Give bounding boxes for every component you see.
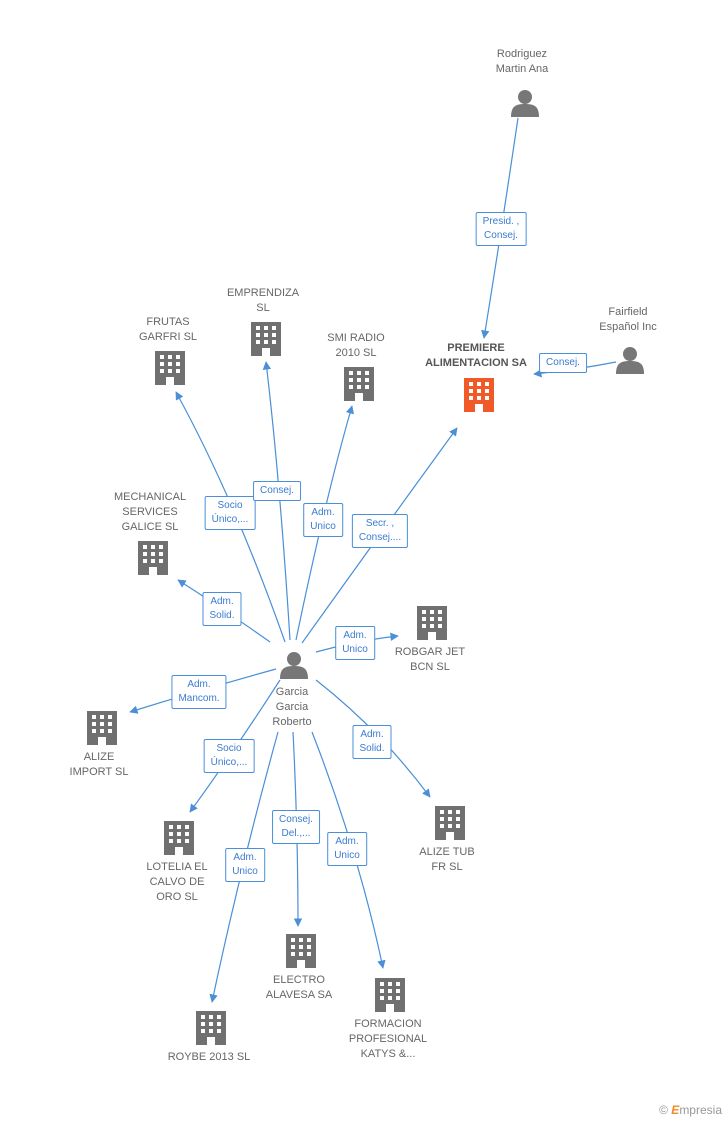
- relation-box-premiere[interactable]: Secr. , Consej....: [351, 514, 409, 548]
- main-company-label[interactable]: PREMIERE ALIMENTACION SA: [425, 342, 527, 369]
- relation-box-robgar[interactable]: Adm. Unico: [335, 626, 375, 660]
- company-label-formacion[interactable]: FORMACION PROFESIONAL KATYS &...: [348, 1018, 428, 1060]
- relation-box-lotelia[interactable]: Socio Único,...: [203, 739, 255, 773]
- relation-box-emprendiza[interactable]: Consej.: [253, 481, 301, 501]
- building-icon: [417, 606, 447, 640]
- person-label-rodriguez[interactable]: Rodriguez Martin Ana: [495, 48, 549, 75]
- relation-box-fairfield[interactable]: Consej.: [539, 353, 587, 373]
- company-label-frutas[interactable]: FRUTAS GARFRI SL: [138, 316, 198, 343]
- person-label-garcia[interactable]: Garcia Garcia Roberto: [272, 686, 312, 728]
- brand-first-letter: E: [671, 1103, 680, 1117]
- company-label-robgar[interactable]: ROBGAR JET BCN SL: [394, 646, 466, 673]
- person-icon: [616, 347, 644, 374]
- building-icon: [435, 806, 465, 840]
- building-icon: [344, 367, 374, 401]
- company-label-emprendiza[interactable]: EMPRENDIZA SL: [226, 287, 300, 314]
- person-icon: [511, 90, 539, 117]
- relation-box-rodriguez[interactable]: Presid. , Consej.: [475, 212, 527, 246]
- company-label-electro[interactable]: ELECTRO ALAVESA SA: [265, 974, 333, 1001]
- relation-box-roybe[interactable]: Adm. Unico: [225, 848, 265, 882]
- relation-box-smi[interactable]: Adm. Unico: [303, 503, 343, 537]
- copyright-symbol: ©: [659, 1103, 668, 1117]
- company-label-smi[interactable]: SMI RADIO 2010 SL: [327, 332, 385, 359]
- building-icon: [138, 541, 168, 575]
- company-label-alize-import[interactable]: ALIZE IMPORT SL: [69, 751, 129, 778]
- brand-name: mpresia: [679, 1103, 722, 1117]
- company-label-roybe[interactable]: ROYBE 2013 SL: [167, 1051, 251, 1063]
- building-icon: [87, 711, 117, 745]
- building-icon: [464, 378, 494, 412]
- company-label-lotelia[interactable]: LOTELIA EL CALVO DE ORO SL: [146, 861, 208, 903]
- relation-box-formacion[interactable]: Adm. Unico: [327, 832, 367, 866]
- building-icon: [375, 978, 405, 1012]
- relation-box-electro[interactable]: Consej. Del.,...: [272, 810, 320, 844]
- building-icon: [196, 1011, 226, 1045]
- relation-box-alize-import[interactable]: Adm. Mancom.: [171, 675, 227, 709]
- building-icon: [164, 821, 194, 855]
- person-icon: [280, 652, 308, 679]
- relation-box-alize-tub[interactable]: Adm. Solid.: [352, 725, 392, 759]
- building-icon: [251, 322, 281, 356]
- empresia-watermark: © Empresia: [659, 1103, 722, 1117]
- person-label-fairfield[interactable]: Fairfield Español Inc: [599, 306, 657, 333]
- building-icon: [286, 934, 316, 968]
- relation-box-frutas[interactable]: Socio Único,...: [204, 496, 256, 530]
- company-label-alize-tub[interactable]: ALIZE TUB FR SL: [419, 846, 475, 873]
- company-label-mechanical[interactable]: MECHANICAL SERVICES GALICE SL: [113, 491, 187, 533]
- relation-box-mechanical[interactable]: Adm. Solid.: [202, 592, 242, 626]
- building-icon: [155, 351, 185, 385]
